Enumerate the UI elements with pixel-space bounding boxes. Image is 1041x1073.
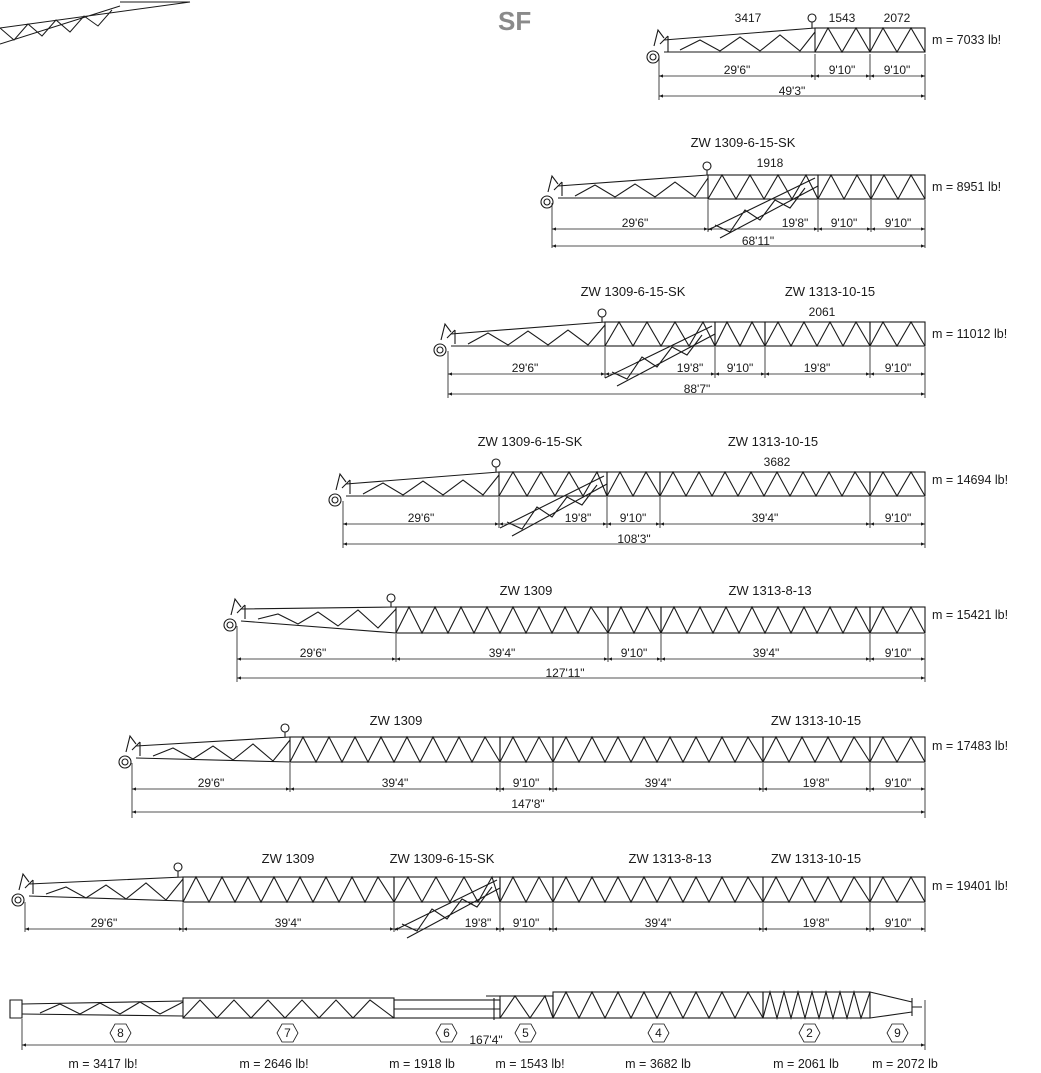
config-mass-label: m = 14694 lb! [932, 473, 1008, 487]
dimension-label: 19'8" [565, 511, 592, 525]
dimension-label: 19'8" [804, 361, 831, 375]
section-number-marker: 8 [117, 1026, 124, 1040]
section-code: 3417 [735, 11, 762, 25]
config-mass-label: m = 11012 lb! [932, 327, 1007, 341]
dimension-label: 39'4" [645, 776, 672, 790]
dimension-label: 39'4" [752, 511, 779, 525]
section-mass-label: m = 3417 lb! [68, 1057, 137, 1071]
section-label: ZW 1309-6-15-SK [478, 434, 583, 449]
dimension-label: 9'10" [831, 216, 858, 230]
jib-config-6: ZW 1309 ZW 1313-10-15 29'6" 39'4" 9'10" … [118, 713, 1008, 818]
config-mass-label: m = 15421 lb! [932, 608, 1008, 622]
dimension-label: 9'10" [885, 646, 912, 660]
config-mass-label: m = 19401 lb! [932, 879, 1008, 893]
dimension-label: 39'4" [753, 646, 780, 660]
dimension-label: 9'10" [513, 916, 540, 930]
transport-breakdown: 8 7 6 5 4 2 9 167'4" m = 3417 lb! m = 26… [9, 989, 938, 1071]
section-number-marker: 9 [894, 1026, 901, 1040]
dimension-label: 19'8" [803, 916, 830, 930]
dimension-label: 9'10" [885, 216, 912, 230]
dimension-label: 19'8" [677, 361, 704, 375]
section-code: 1918 [757, 156, 784, 170]
section-mass-label: m = 1543 lb! [495, 1057, 564, 1071]
dimension-label: 39'4" [275, 916, 302, 930]
jib-config-2: ZW 1309-6-15-SK 1918 29'6" 19'8" 9'10" 9… [540, 135, 1001, 248]
dimension-label: 9'10" [885, 776, 912, 790]
section-label: ZW 1309 [500, 583, 553, 598]
dimension-label: 29'6" [198, 776, 225, 790]
section-mass-label: m = 3682 lb [625, 1057, 691, 1071]
dimension-label: 9'10" [513, 776, 540, 790]
config-mass-label: m = 7033 lb! [932, 33, 1001, 47]
dimension-label: 9'10" [884, 63, 911, 77]
section-label: ZW 1313-10-15 [771, 713, 861, 728]
section-number-marker: 2 [806, 1026, 813, 1040]
diagram-title: SF [498, 6, 531, 36]
section-mass-label: m = 2072 lb [872, 1057, 938, 1071]
dimension-label: 9'10" [829, 63, 856, 77]
section-code: 1543 [829, 11, 856, 25]
total-length-label: 68'11" [742, 234, 774, 248]
total-length-label: 88'7" [684, 382, 711, 396]
section-label: ZW 1309-6-15-SK [581, 284, 686, 299]
total-length-label: 49'3" [779, 84, 806, 98]
total-length-label: 147'8" [511, 797, 544, 811]
section-label: ZW 1313-8-13 [728, 583, 811, 598]
section-label: ZW 1309 [370, 713, 423, 728]
section-code: 2072 [884, 11, 911, 25]
dimension-label: 29'6" [300, 646, 327, 660]
dimension-label: 9'10" [885, 361, 912, 375]
dimension-label: 29'6" [91, 916, 118, 930]
section-label: ZW 1313-10-15 [771, 851, 861, 866]
total-length-label: 167'4" [469, 1033, 502, 1047]
total-length-label: 108'3" [617, 532, 650, 546]
jib-config-5: ZW 1309 ZW 1313-8-13 29'6" 39'4" 9'10" 3… [223, 583, 1008, 682]
section-label: ZW 1309 [262, 851, 315, 866]
section-mass-label: m = 2646 lb! [239, 1057, 308, 1071]
dimension-label: 19'8" [803, 776, 830, 790]
section-code: 2061 [809, 305, 836, 319]
dimension-label: 9'10" [885, 511, 912, 525]
dimension-label: 19'8" [782, 216, 809, 230]
section-number-marker: 4 [655, 1026, 662, 1040]
dimension-label: 29'6" [622, 216, 649, 230]
dimension-label: 9'10" [885, 916, 912, 930]
dimension-label: 29'6" [512, 361, 539, 375]
section-number-marker: 7 [284, 1026, 291, 1040]
section-code: 3682 [764, 455, 791, 469]
dimension-label: 19'8" [465, 916, 492, 930]
dimension-label: 9'10" [621, 646, 648, 660]
dimension-label: 9'10" [620, 511, 647, 525]
section-label: ZW 1313-10-15 [728, 434, 818, 449]
jib-config-7: ZW 1309 ZW 1309-6-15-SK ZW 1313-8-13 ZW … [11, 851, 1008, 939]
dimension-label: 29'6" [724, 63, 751, 77]
jib-config-1: 3417 1543 2072 29'6" 9'10" 9'10" 49'3" m… [646, 11, 1001, 100]
config-mass-label: m = 8951 lb! [932, 180, 1001, 194]
section-mass-label: m = 1918 lb [389, 1057, 455, 1071]
section-label: ZW 1313-10-15 [785, 284, 875, 299]
section-label: ZW 1313-8-13 [628, 851, 711, 866]
total-length-label: 127'11" [545, 666, 584, 680]
dimension-label: 39'4" [645, 916, 672, 930]
dimension-label: 39'4" [489, 646, 516, 660]
section-number-marker: 5 [522, 1026, 529, 1040]
section-mass-label: m = 2061 lb [773, 1057, 839, 1071]
dimension-label: 39'4" [382, 776, 409, 790]
section-label: ZW 1309-6-15-SK [691, 135, 796, 150]
section-label: ZW 1309-6-15-SK [390, 851, 495, 866]
dimension-label: 9'10" [727, 361, 754, 375]
section-number-marker: 6 [443, 1026, 450, 1040]
cropped-jib-fragment [0, 1, 191, 45]
jib-config-3: ZW 1309-6-15-SK ZW 1313-10-15 2061 29'6"… [433, 284, 1007, 398]
dimension-label: 29'6" [408, 511, 435, 525]
config-mass-label: m = 17483 lb! [932, 739, 1008, 753]
jib-config-4: ZW 1309-6-15-SK ZW 1313-10-15 3682 29'6"… [328, 434, 1008, 548]
